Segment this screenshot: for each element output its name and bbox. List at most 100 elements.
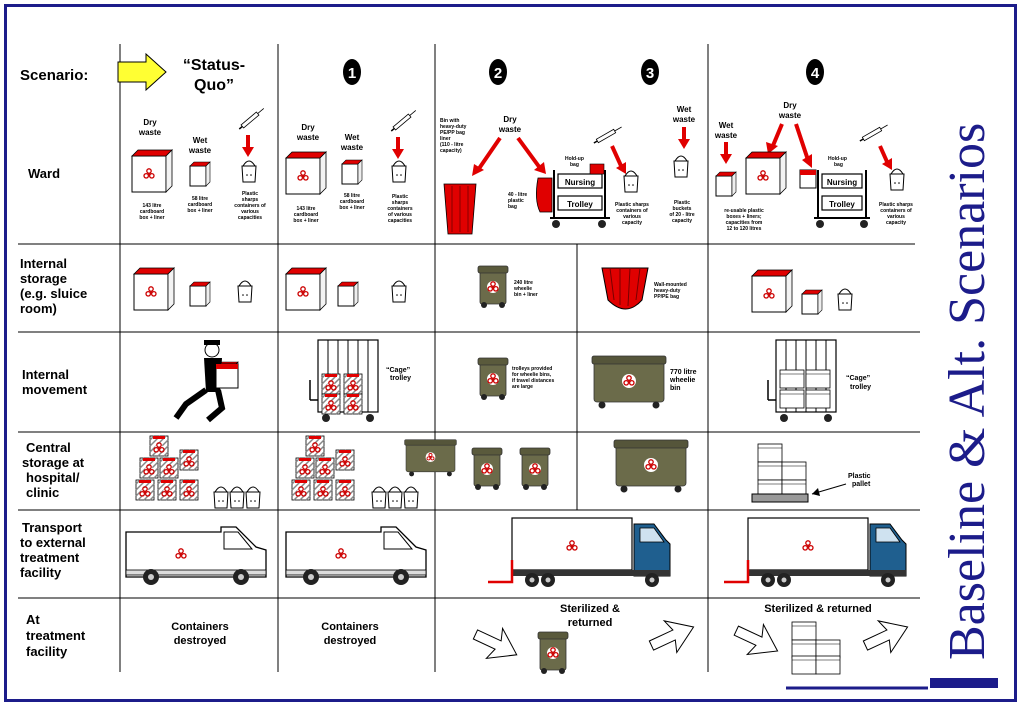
svg-text:waste: waste [296,133,320,142]
svg-text:Sterilized & returned: Sterilized & returned [764,603,872,615]
svg-text:Wet: Wet [345,133,360,142]
svg-text:bin + liner: bin + liner [514,292,538,298]
treatment-status-quo: Containers destroyed [171,621,228,647]
status-quo-arrow [117,52,167,92]
svg-text:At: At [26,612,40,627]
svg-text:Trolley: Trolley [829,200,855,209]
status-quo-line1: “Status- [183,57,245,74]
svg-text:143 litre: 143 litre [297,206,316,212]
svg-text:sharps: sharps [242,197,259,203]
svg-text:cardboard: cardboard [140,209,164,215]
row-label-ward: Ward [28,166,60,181]
svg-text:facility: facility [26,644,68,659]
svg-text:Plastic: Plastic [848,473,871,480]
svg-text:room): room) [20,301,57,316]
svg-text:Dry: Dry [783,101,797,110]
svg-text:(110 - litre: (110 - litre [440,142,464,148]
grid-lines [18,44,920,672]
svg-text:destroyed: destroyed [174,635,227,647]
svg-text:Containers: Containers [321,621,378,633]
svg-text:trolley: trolley [850,384,871,391]
svg-text:Internal: Internal [20,256,67,271]
svg-text:waste: waste [340,143,364,152]
svg-text:containers of: containers of [880,208,912,214]
svg-text:waste: waste [672,115,696,124]
svg-text:Plastic: Plastic [674,200,690,206]
svg-text:“Cage”: “Cage” [846,375,870,382]
svg-text:Transport: Transport [22,520,83,535]
svg-text:if travel distances: if travel distances [512,378,554,384]
scenario-number-2: 2 [489,59,507,85]
svg-text:re-usable plastic: re-usable plastic [724,208,764,214]
svg-text:plastic: plastic [508,198,524,204]
treatment-scenario-1: Containers destroyed [321,621,378,647]
row-label-central-storage: Central storage at hospital/ clinic [22,440,85,500]
svg-text:heavy-duty: heavy-duty [654,288,681,294]
svg-text:treatment: treatment [20,550,80,565]
svg-text:treatment: treatment [26,628,86,643]
svg-text:2: 2 [494,65,502,82]
svg-text:bag: bag [570,162,579,168]
side-title: Baseline & Alt. Scenarios [939,123,996,660]
storage-scenario-4 [752,270,853,315]
svg-text:capacities from: capacities from [726,220,763,226]
svg-text:PP/PE bag: PP/PE bag [654,294,679,300]
treatment-scenario-2-3: Sterilized & returned [405,440,701,674]
svg-text:hospital/: hospital/ [26,470,80,485]
svg-text:PE/PP bag: PE/PP bag [440,130,465,136]
central-status-quo [136,436,261,509]
storage-scenario-1 [286,268,407,310]
movement-scenario-4: “Cage” trolley [767,339,871,423]
svg-text:various: various [241,209,259,215]
transport-scenario-1 [286,527,426,585]
svg-text:58 litre: 58 litre [344,193,360,199]
storage-status-quo [134,268,253,310]
svg-text:for wheelie bins,: for wheelie bins, [512,372,552,378]
svg-text:wheelie: wheelie [669,377,695,384]
svg-text:various: various [887,214,905,220]
svg-text:waste: waste [778,111,802,120]
svg-text:Bin with: Bin with [440,118,459,124]
scenario-label: Scenario: [20,67,88,84]
scenario-number-1: 1 [343,59,361,85]
svg-text:Wet: Wet [677,105,692,114]
treatment-scenario-4: Sterilized & returned [728,603,915,675]
central-scenario-3 [614,440,688,493]
svg-text:“Cage”: “Cage” [386,367,410,374]
svg-text:trolleys provided: trolleys provided [512,366,552,372]
svg-text:sharps: sharps [392,200,409,206]
svg-text:movement: movement [22,382,88,397]
svg-text:Trolley: Trolley [567,200,593,209]
transport-scenario-4 [724,517,907,588]
svg-text:capacities: capacities [388,218,412,224]
svg-text:3: 3 [646,65,654,82]
svg-text:box + liner: box + liner [293,218,318,224]
svg-text:box + liner: box + liner [339,205,364,211]
svg-text:clinic: clinic [26,485,59,500]
svg-text:cardboard: cardboard [294,212,318,218]
svg-text:storage at: storage at [22,455,85,470]
svg-text:Central: Central [26,440,71,455]
svg-text:box + liner: box + liner [187,208,212,214]
row-label-internal-storage: Internal storage (e.g. sluice room) [20,256,87,316]
svg-text:of 20 - litre: of 20 - litre [669,212,695,218]
svg-text:liner: liner [440,136,451,142]
svg-text:waste: waste [188,146,212,155]
title-bar-decoration [786,678,998,690]
svg-text:Nursing: Nursing [827,178,857,187]
svg-text:Dry: Dry [301,123,315,132]
svg-text:to external: to external [20,535,86,550]
ward-scenario-4: Wet waste Dry waste Nursing Trolley Hold… [714,101,913,232]
svg-text:143 litre: 143 litre [143,203,162,209]
svg-text:(e.g. sluice: (e.g. sluice [20,286,87,301]
svg-text:facility: facility [20,565,62,580]
svg-text:waste: waste [138,128,162,137]
svg-text:cardboard: cardboard [188,202,212,208]
